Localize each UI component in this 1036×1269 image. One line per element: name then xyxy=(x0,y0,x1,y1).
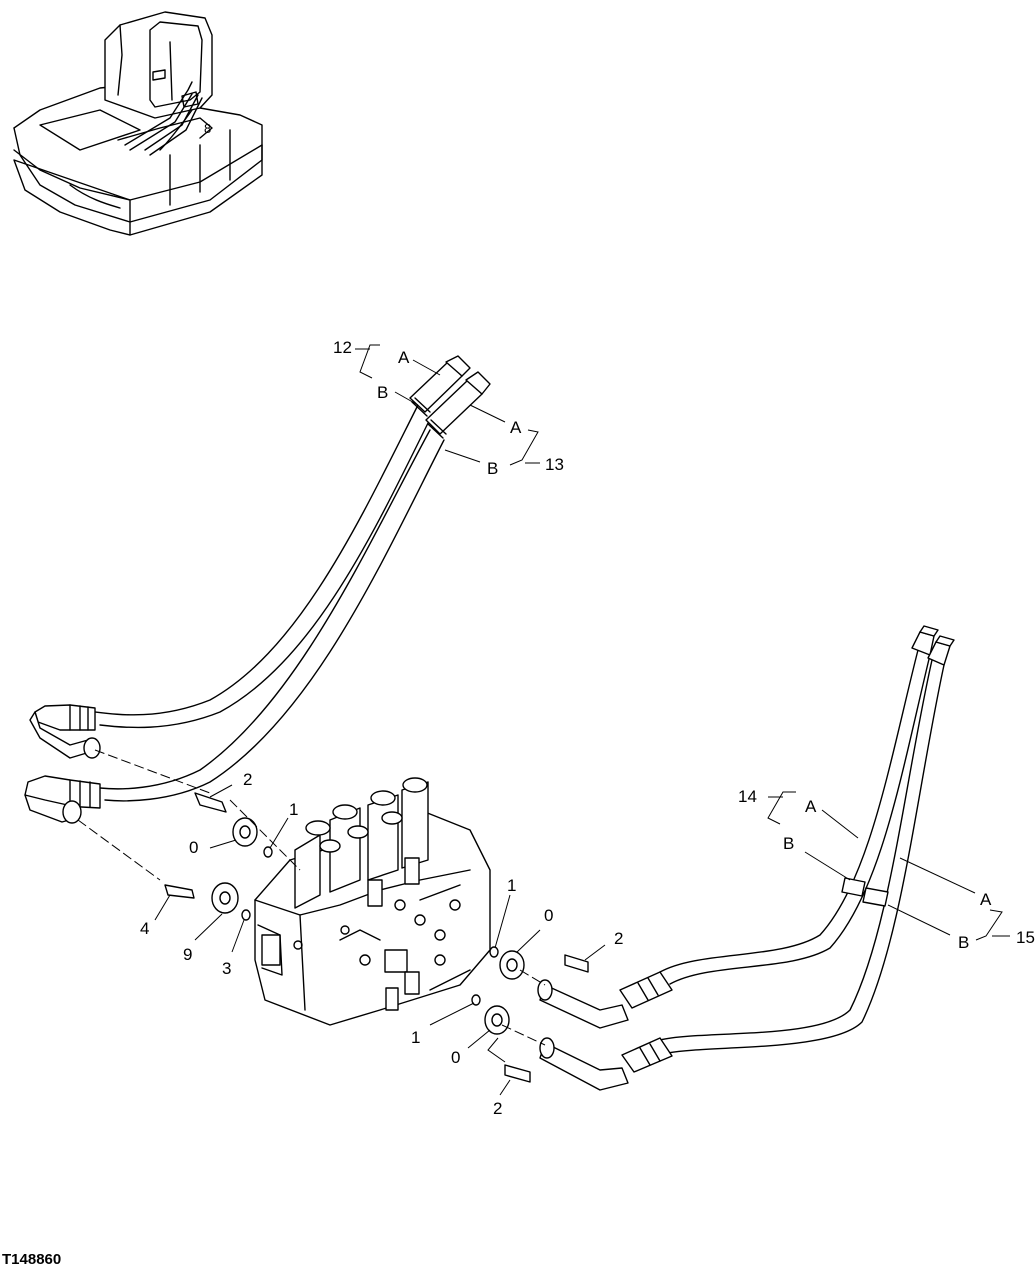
callout-0-right: 0 xyxy=(544,906,553,925)
callout-2-low: 2 xyxy=(493,1099,502,1118)
callout-1-right: 1 xyxy=(507,876,516,895)
leader-lines xyxy=(154,344,1010,1096)
callout-13-a: A xyxy=(510,418,522,437)
callout-15-a: A xyxy=(980,890,992,909)
upper-hose-assembly xyxy=(24,355,491,824)
fittings-hardware xyxy=(77,749,589,1083)
callout-1-low: 1 xyxy=(411,1028,420,1047)
callout-1-top: 1 xyxy=(289,800,298,819)
callout-12-b: B xyxy=(377,383,388,402)
excavator-locator-inset: 8 xyxy=(13,11,263,236)
callout-2-right: 2 xyxy=(614,929,623,948)
callout-14: 14 xyxy=(738,787,757,806)
figure-id: T148860 xyxy=(2,1251,61,1268)
callout-2-top: 2 xyxy=(243,770,252,789)
callout-15-b: B xyxy=(958,933,969,952)
callout-12-a: A xyxy=(398,348,410,367)
callout-13-b: B xyxy=(487,459,498,478)
callout-14-a: A xyxy=(805,797,817,816)
callout-14-b: B xyxy=(783,834,794,853)
callout-labels: 12 A B A B 13 14 A B A B 15 2 1 0 4 9 3 … xyxy=(2,338,1035,1268)
callout-15: 15 xyxy=(1016,928,1035,947)
inset-callout: 8 xyxy=(204,121,211,136)
callout-13: 13 xyxy=(545,455,564,474)
right-hose-assembly xyxy=(537,625,955,1091)
callout-4: 4 xyxy=(140,919,149,938)
callout-9: 9 xyxy=(183,945,192,964)
callout-0-low: 0 xyxy=(451,1048,460,1067)
callout-3: 3 xyxy=(222,959,231,978)
callout-0-top: 0 xyxy=(189,838,198,857)
callout-12: 12 xyxy=(333,338,352,357)
